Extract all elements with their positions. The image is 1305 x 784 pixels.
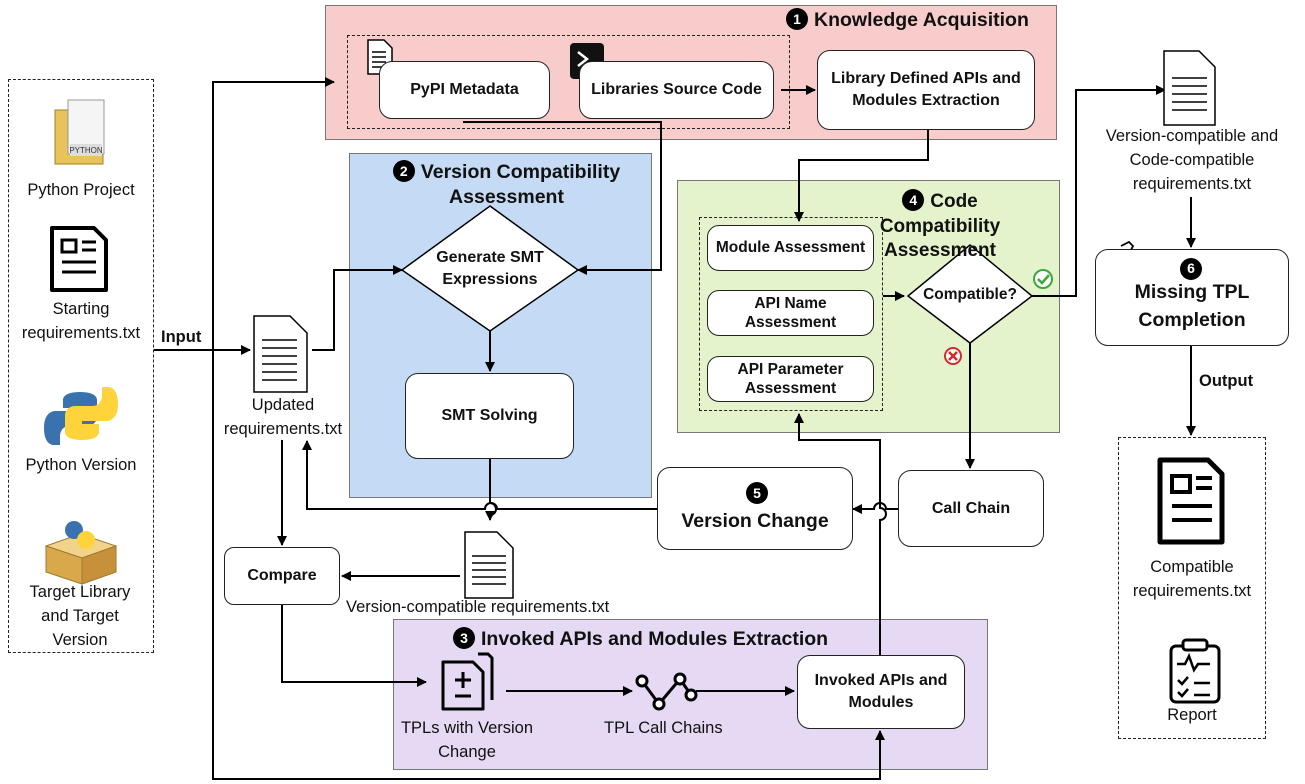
compatible-requirements-label: Compatible requirements.txt [1132,558,1252,600]
pypi-to-generate [463,121,662,275]
stage6-number: 6 [1180,258,1202,280]
compare-to-tpls [281,605,427,687]
generate-smt-label: Generate SMT Expressions [436,249,544,289]
report-label: Report [1167,706,1217,724]
metadata-container [347,35,790,129]
diff-file-icon [441,652,494,711]
version-compatible-requirements-label: Version-compatible requirements.txt [346,598,610,616]
target-library-label: Target Library and Target Version [29,583,131,649]
python-version-label: Python Version [25,456,137,474]
compare-box[interactable]: Compare [224,547,340,605]
change-to-req [302,440,657,510]
check-icon [1033,269,1053,289]
cross-icon [944,347,962,365]
call-chain-icon [635,672,698,711]
pypi-metadata-box[interactable]: PyPI Metadata [379,61,550,119]
starting-requirements-label: Starting requirements.txt [21,300,141,342]
input-edge-label: Input [161,328,202,346]
package-icon [44,521,118,585]
call-chain-box[interactable]: Call Chain [898,470,1044,547]
req-to-generate [312,265,403,351]
svg-text:PYTHON: PYTHON [69,146,103,155]
vc-cc-requirements-label: Version-compatible and Code-compatible r… [1105,127,1279,193]
extraction-box[interactable]: Library Defined APIs and Modules Extract… [817,50,1035,130]
stage1-number: 1 [786,8,808,31]
python-logo-icon [44,386,118,446]
python-project-label: Python Project [27,181,135,199]
version-change-box[interactable]: 5 Version Change [657,467,853,550]
stage4-number: 4 [902,189,925,211]
requirements-doc-icon [50,226,108,292]
assessments-container [699,217,883,411]
api-name-assessment-box[interactable]: API Name Assessment [707,290,874,336]
bus-to-invoked [212,350,885,780]
report-icon [1169,638,1221,704]
callchain-to-change [852,502,898,514]
inputs-container [8,79,154,653]
module-assessment-box[interactable]: Module Assessment [707,225,874,271]
invoked-apis-box[interactable]: Invoked APIs and Modules [797,655,965,729]
compatible-label: Compatible? [923,286,1017,303]
stage5-number: 5 [746,482,768,504]
generate-diamond [400,205,580,332]
solving-to-doc [485,459,497,521]
output-edge-label: Output [1199,372,1254,390]
outputs-container [1118,437,1266,739]
stage3-number: 3 [453,627,475,650]
smt-solving-box[interactable]: SMT Solving [405,373,574,459]
output-doc-icon [1157,457,1225,545]
updated-requirements-label: Updated requirements.txt [223,396,343,438]
source-code-box[interactable]: Libraries Source Code [579,61,774,119]
yes-arrow [1032,85,1166,297]
tpls-version-change-label: TPLs with Version Change [400,719,534,761]
compatible-diamond [906,244,1034,344]
invoked-to-assess [794,413,887,655]
bus-to-metadata [212,77,335,350]
tpl-call-chains-label: TPL Call Chains [604,719,723,737]
folder-icon: PYTHON [54,99,105,165]
missing-tpl-box[interactable]: 6 Missing TPL Completion [1095,249,1289,346]
api-param-assessment-box[interactable]: API Parameter Assessment [707,356,874,402]
doc-icon [253,39,1216,599]
extraction-to-assess [794,130,929,222]
stage2-number: 2 [392,160,415,183]
